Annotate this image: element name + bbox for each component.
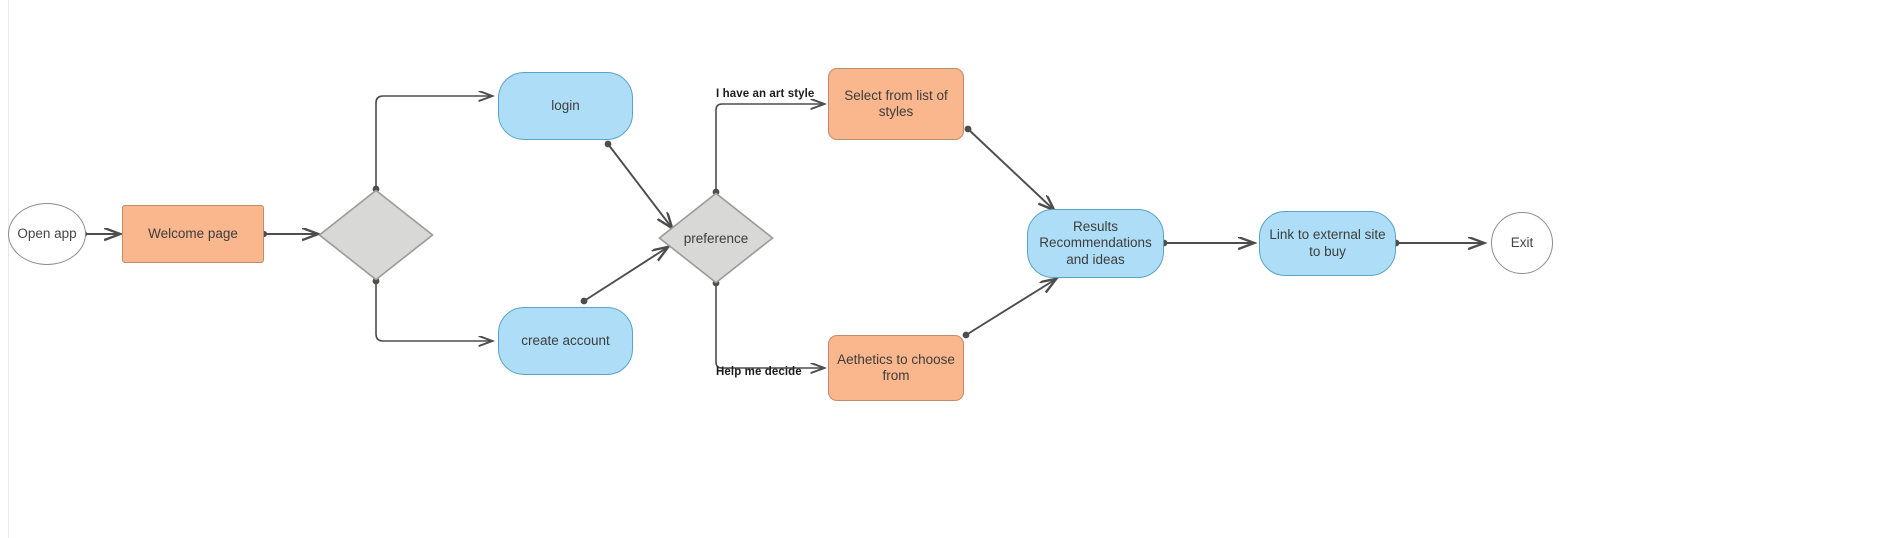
node-login[interactable]: login	[498, 72, 633, 140]
node-preference[interactable]: preference	[658, 192, 774, 284]
edge-create-preference	[583, 247, 668, 302]
edge-authchoice-login	[375, 96, 492, 189]
node-link-to-external-site[interactable]: Link to external site to buy	[1259, 211, 1396, 276]
edge-styles-results	[967, 128, 1054, 210]
node-welcome-page[interactable]: Welcome page	[122, 205, 264, 263]
node-welcome-page-label: Welcome page	[148, 225, 238, 241]
edge-authchoice-create	[375, 281, 492, 341]
node-aesthetics-to-choose-from[interactable]: Aethetics to choose from	[828, 335, 964, 401]
node-exit-label: Exit	[1510, 234, 1534, 250]
node-login-label: login	[551, 97, 580, 113]
edge-preference-aesthetics	[715, 283, 824, 368]
node-results-recommendations[interactable]: Results Recommendations and ideas	[1027, 209, 1164, 278]
node-link-to-external-site-label: Link to external site to buy	[1269, 227, 1386, 259]
node-preference-label: preference	[683, 230, 749, 246]
node-exit[interactable]: Exit	[1491, 212, 1553, 274]
edge-login-preference	[607, 143, 672, 228]
edge-label-help-me-decide: Help me decide	[716, 366, 802, 378]
node-open-app[interactable]: Open app	[8, 203, 86, 265]
edge-label-i-have-an-art-style: I have an art style	[716, 88, 815, 100]
canvas-guide-line	[8, 0, 9, 538]
node-aesthetics-to-choose-from-label: Aethetics to choose from	[837, 351, 955, 383]
edge-preference-styles	[715, 104, 824, 192]
node-open-app-label: Open app	[17, 225, 77, 241]
node-results-recommendations-label: Results Recommendations and ideas	[1039, 218, 1152, 267]
node-auth-choice[interactable]	[318, 189, 434, 281]
auth-choice-diamond-shape	[318, 189, 434, 281]
edge-aesthetics-results	[965, 279, 1056, 336]
node-create-account-label: create account	[521, 332, 610, 348]
node-create-account[interactable]: create account	[498, 307, 633, 375]
preference-diamond-shape	[658, 192, 774, 284]
node-select-from-list-of-styles-label: Select from list of styles	[844, 87, 948, 119]
node-select-from-list-of-styles[interactable]: Select from list of styles	[828, 68, 964, 140]
